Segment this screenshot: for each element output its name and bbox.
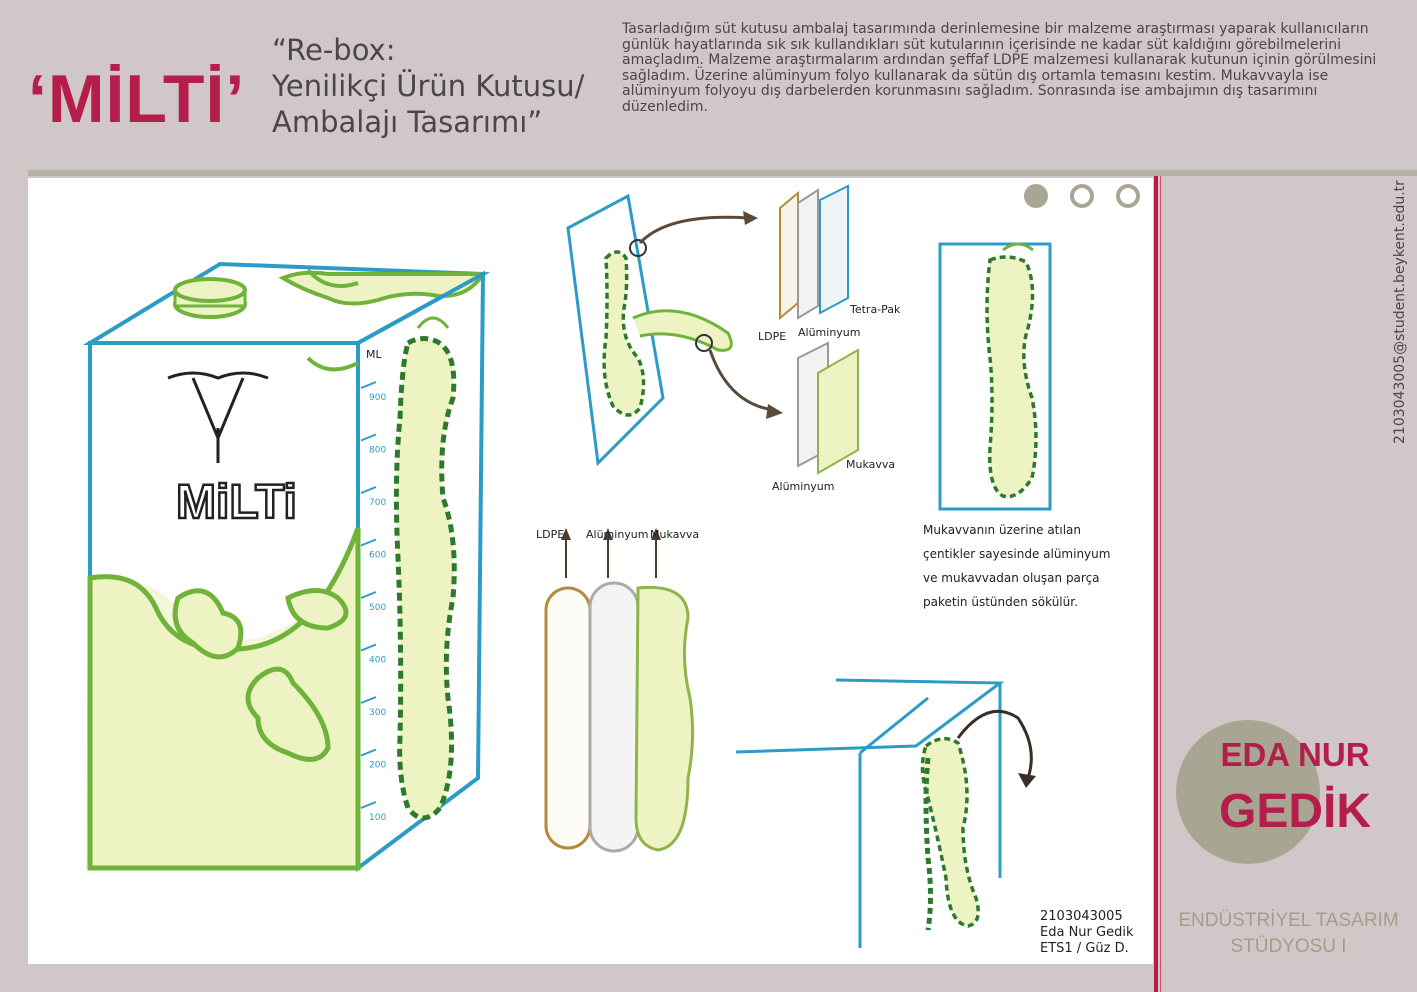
author-last-name: GEDİK — [1218, 785, 1371, 838]
project-description: Tasarladığım süt kutusu ambalaj tasarımı… — [622, 21, 1377, 115]
sketch-drawing: MiLTi ML 900 800 700 600 500 400 300 200 100 LDP… — [82, 184, 1134, 956]
author-circle — [1176, 720, 1320, 864]
signature-line: Eda Nur Gedik — [1040, 925, 1134, 940]
course-title-line2: STÜDYOSU I — [1230, 936, 1347, 957]
subtitle-line: Yenilikçi Ürün Kutusu/ — [272, 69, 585, 103]
stack-label-ldpe: LDPE — [536, 528, 564, 541]
panel-milk-sketch: Mukavvanın üzerine atılan çentikler saye… — [923, 242, 1110, 609]
scale-tick — [360, 748, 377, 757]
signature-line: 2103043005 — [1040, 909, 1123, 924]
scale-tick — [360, 643, 377, 652]
scale-tick — [360, 538, 377, 547]
scale-tick — [360, 591, 377, 599]
note-line: ve mukavvadan oluşan parça — [923, 571, 1100, 585]
page-dot[interactable] — [1116, 184, 1140, 208]
header-divider — [28, 170, 1417, 176]
stack-label-mukavva: Mukavva — [650, 528, 699, 541]
note-line: çentikler sayesinde alüminyum — [923, 547, 1110, 561]
project-subtitle: “Re-box: Yenilikçi Ürün Kutusu/ Ambalajı… — [272, 32, 612, 140]
sidebar-divider-thin — [1160, 176, 1161, 992]
corner-detail-sketch — [735, 678, 1036, 948]
stack-label-aluminium: Alüminyum — [586, 528, 649, 541]
scale-tick — [360, 433, 377, 442]
scale-tick — [360, 801, 377, 809]
subtitle-line: “Re-box: — [272, 33, 396, 67]
scale-label: 100 — [369, 813, 386, 823]
milti-logo — [167, 371, 269, 463]
milk-box-sketch: MiLTi ML 900 800 700 600 500 400 300 200 100 — [82, 261, 491, 872]
student-email: 2103043005@student.beykent.edu.tr — [1392, 180, 1408, 444]
note-line: paketin üstünden sökülür. — [923, 595, 1078, 609]
scale-tick — [360, 486, 377, 494]
layer-diagram-top: LDPE Alüminyum Tetra-Pak Alüminyum Mukav… — [566, 184, 901, 493]
layer-stack-sketch: LDPE Alüminyum Mukavva — [536, 528, 699, 853]
scale-label: 400 — [369, 656, 386, 666]
brand-title: ‘MİLTİ’ — [28, 61, 246, 137]
subtitle-line: Ambalajı Tasarımı” — [272, 105, 543, 139]
scale-unit: ML — [366, 348, 382, 361]
sketch-panel: MiLTi ML 900 800 700 600 500 400 300 200 100 LDP… — [28, 178, 1153, 964]
layer-label-aluminium-2: Alüminyum — [772, 480, 835, 493]
page-dot-active[interactable] — [1024, 184, 1048, 208]
layer-label-mukavva: Mukavva — [846, 458, 895, 471]
scale-label: 200 — [369, 761, 386, 771]
scale-label: 600 — [369, 551, 386, 561]
note-line: Mukavvanın üzerine atılan — [923, 523, 1081, 537]
layer-label-ldpe: LDPE — [758, 330, 786, 343]
scale-tick — [360, 381, 377, 389]
scale-label: 800 — [369, 446, 386, 456]
sidebar-divider — [1154, 176, 1158, 992]
page-dot[interactable] — [1070, 184, 1094, 208]
course-title-line1: ENDÜSTRİYEL TASARIM — [1178, 910, 1399, 931]
scale-label: 900 — [369, 393, 386, 403]
layer-label-aluminium: Alüminyum — [798, 326, 861, 339]
box-logo-text: MiLTi — [176, 476, 297, 529]
signature-block: 2103043005 Eda Nur Gedik ETS1 / Güz D. — [1040, 909, 1134, 956]
scale-tick — [360, 696, 377, 704]
scale-label: 300 — [369, 708, 386, 718]
signature-line: ETS1 / Güz D. — [1040, 941, 1129, 956]
layer-label-tetrapak: Tetra-Pak — [849, 303, 901, 316]
volume-scale: ML 900 800 700 600 500 400 300 200 100 — [360, 348, 386, 823]
scale-label: 500 — [369, 603, 386, 613]
scale-label: 700 — [369, 498, 386, 508]
author-first-name: EDA NUR — [1220, 736, 1370, 773]
note-text: Mukavvanın üzerine atılan çentikler saye… — [923, 523, 1110, 609]
